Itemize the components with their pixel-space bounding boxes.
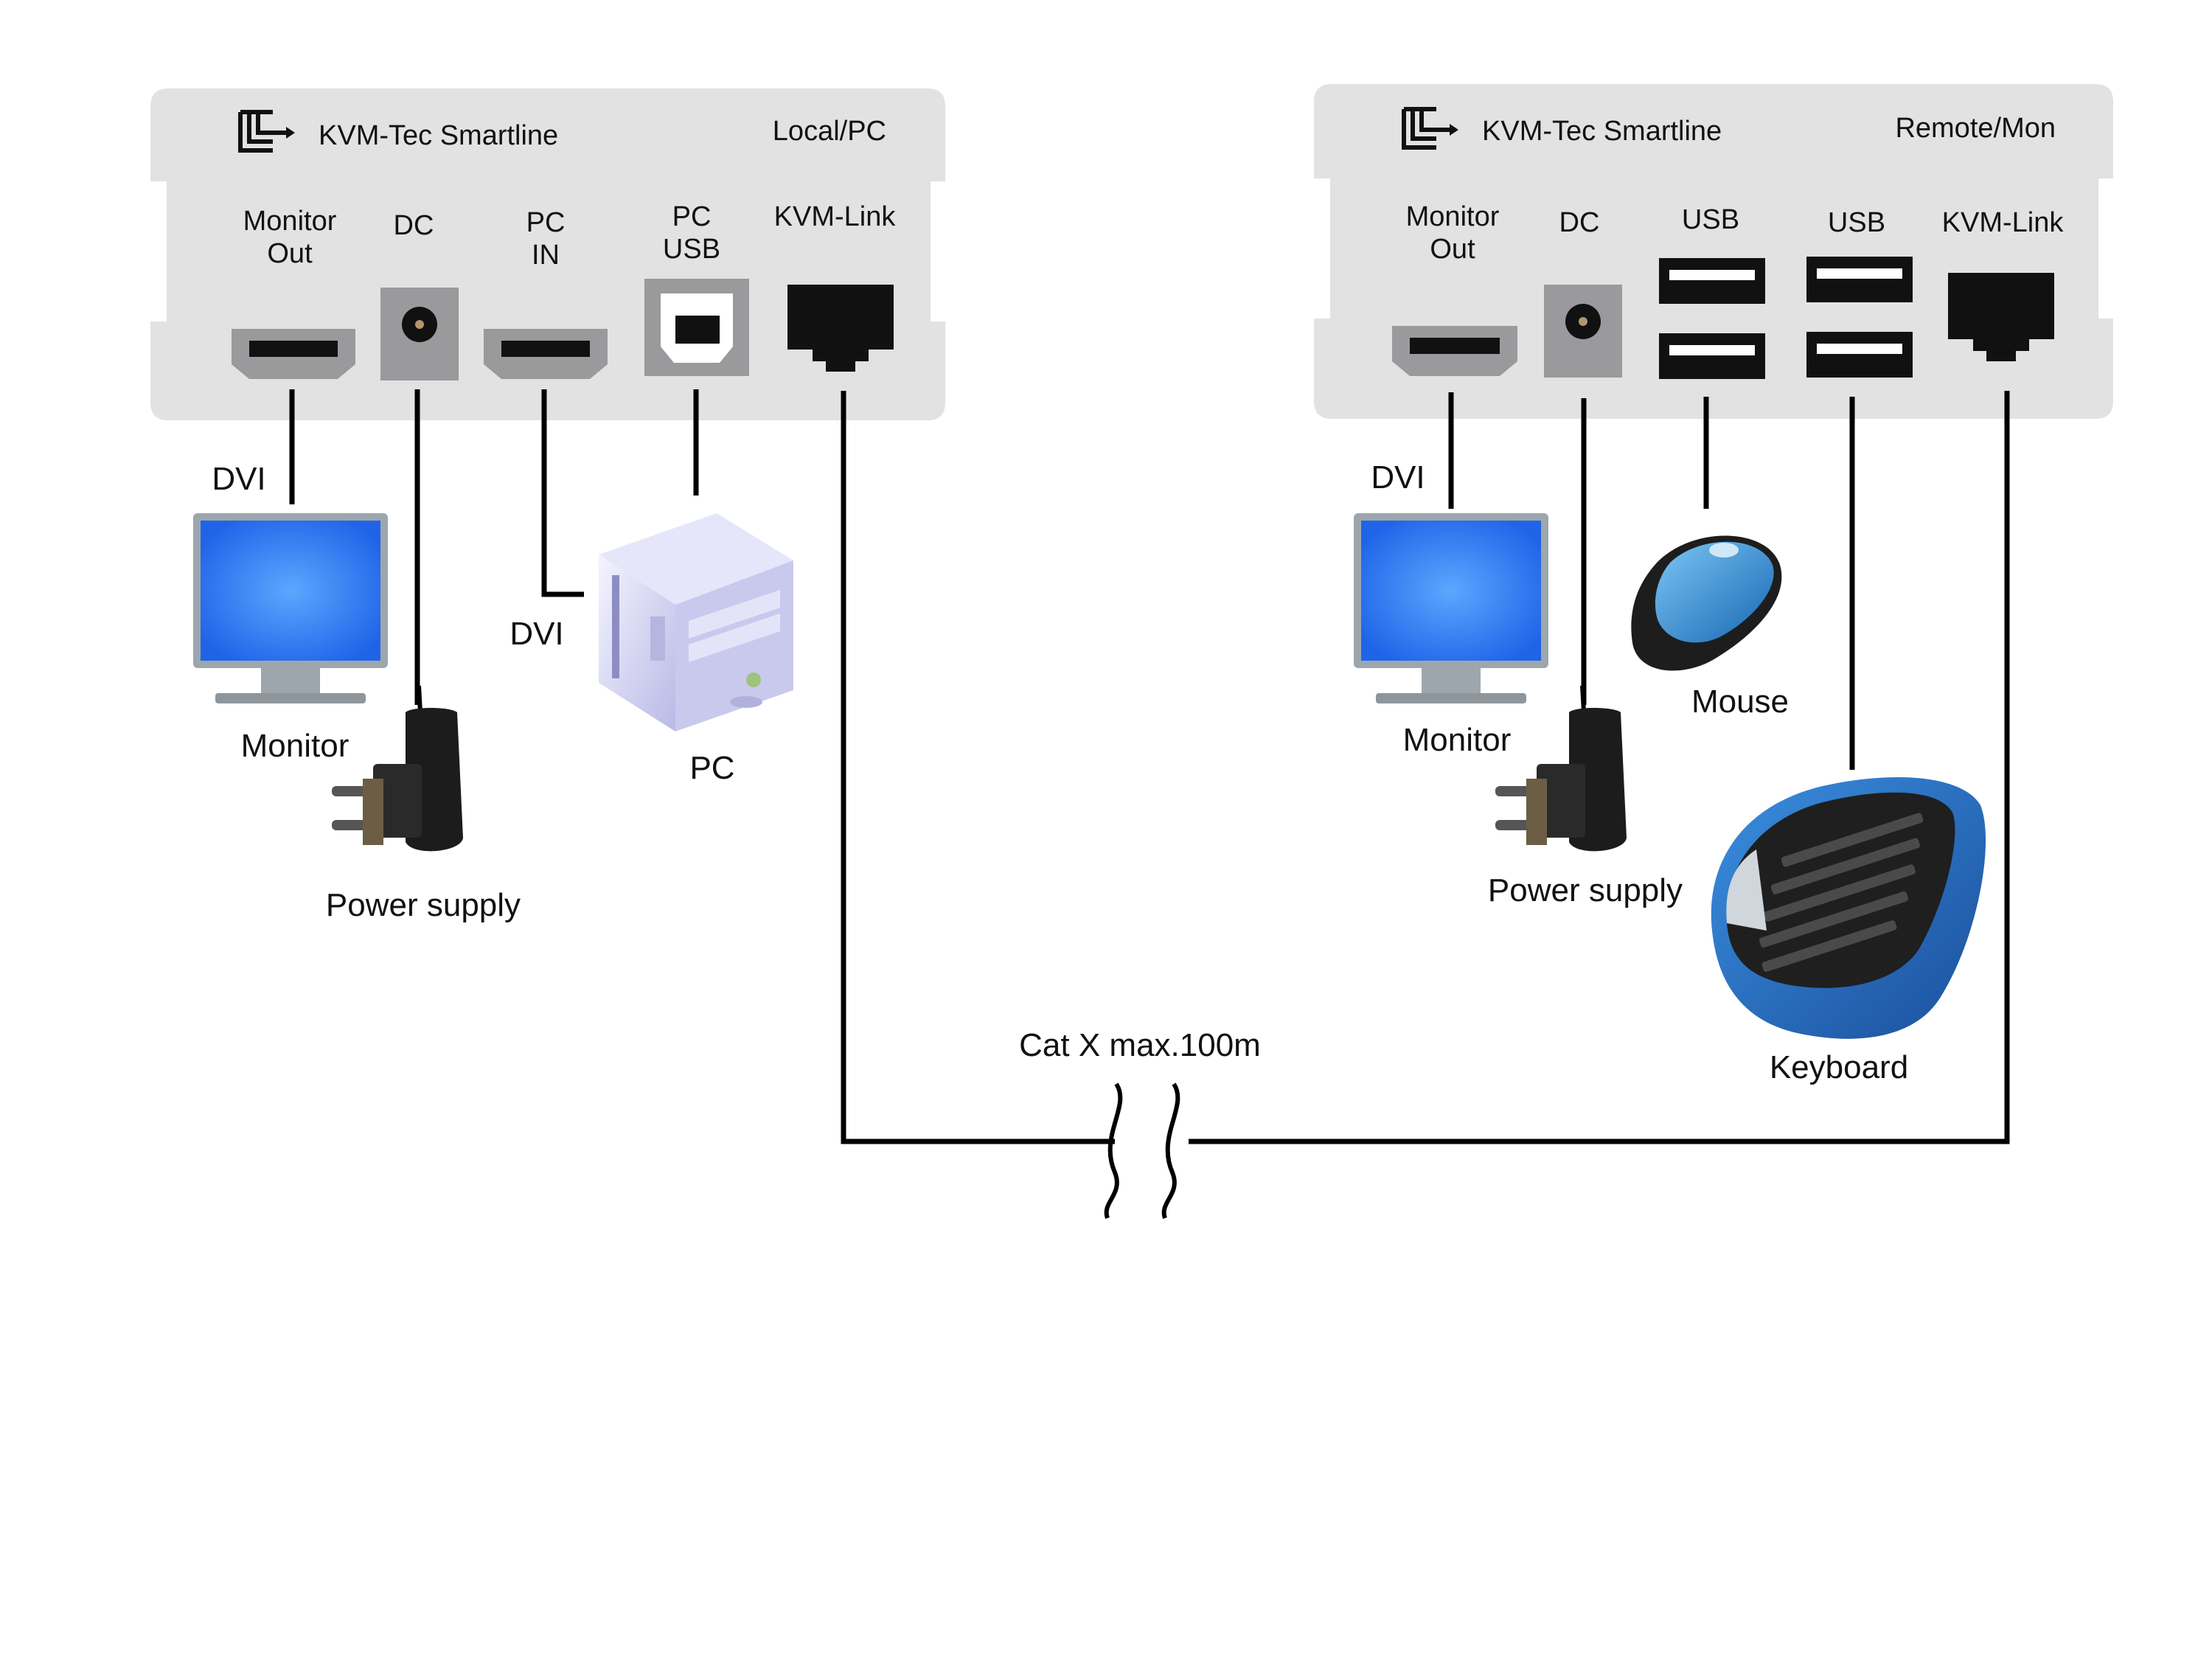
- local-port-pc-in[interactable]: [484, 329, 608, 379]
- local-port-pc-usb[interactable]: [644, 279, 749, 376]
- mouse-label: Mouse: [1691, 684, 1789, 720]
- pc-tower-icon: [599, 513, 793, 731]
- remote-monitor-icon: [1354, 513, 1548, 703]
- local-pc-label: PC: [689, 750, 734, 786]
- keyboard-label: Keyboard: [1770, 1049, 1908, 1085]
- mouse-icon: [1631, 535, 1782, 671]
- local-power-adapter-icon: [332, 686, 463, 851]
- brand-logo-icon: [1402, 107, 1458, 150]
- local-brand: KVM-Tec Smartline: [319, 120, 558, 151]
- local-port-label-kvm-link: KVM-Link: [774, 201, 897, 232]
- remote-port-label-kvm-link: KVM-Link: [1942, 207, 2065, 238]
- local-power-label: Power supply: [326, 887, 521, 923]
- remote-power-label: Power supply: [1488, 872, 1683, 908]
- remote-port-usb-2a[interactable]: [1806, 257, 1913, 302]
- local-port-label-pc-usb-2: USB: [663, 234, 720, 265]
- remote-port-monitor-out[interactable]: [1392, 326, 1517, 376]
- remote-power-adapter-icon: [1495, 686, 1627, 851]
- local-port-label-monitor-out-1: Monitor: [243, 206, 337, 237]
- remote-monitor-label: Monitor: [1403, 722, 1512, 758]
- remote-brand: KVM-Tec Smartline: [1482, 116, 1722, 147]
- local-monitor-label: Monitor: [241, 728, 349, 764]
- local-monitor-icon: [193, 513, 388, 703]
- remote-port-label-monitor-out-1: Monitor: [1406, 201, 1500, 232]
- local-port-label-pc-in-2: IN: [532, 240, 560, 271]
- local-port-label-dc: DC: [394, 210, 434, 241]
- remote-port-label-usb-1: USB: [1682, 204, 1739, 235]
- remote-cables: [1448, 392, 1855, 770]
- local-port-kvm-link[interactable]: [787, 285, 894, 372]
- remote-port-usb-2b[interactable]: [1806, 332, 1913, 378]
- remote-mode-label: Remote/Mon: [1895, 113, 2056, 144]
- remote-port-label-usb-2: USB: [1828, 207, 1885, 238]
- remote-port-usb-1b[interactable]: [1659, 333, 1765, 379]
- remote-port-usb-1a[interactable]: [1659, 258, 1765, 304]
- local-port-label-monitor-out-2: Out: [267, 238, 313, 269]
- remote-dvi-monitor-label: DVI: [1371, 459, 1425, 496]
- local-port-label-pc-usb-1: PC: [672, 201, 712, 232]
- remote-port-label-monitor-out-2: Out: [1430, 234, 1475, 265]
- cable-length-label: Cat X max.100m: [1019, 1027, 1261, 1063]
- local-dvi-pc-label: DVI: [509, 616, 563, 652]
- local-port-monitor-out[interactable]: [232, 329, 355, 379]
- remote-port-label-dc: DC: [1559, 207, 1600, 238]
- remote-port-kvm-link[interactable]: [1948, 273, 2054, 361]
- local-port-dc[interactable]: [380, 288, 459, 380]
- keyboard-icon: [1711, 776, 1986, 1039]
- brand-logo-icon: [238, 110, 295, 153]
- remote-unit: KVM-Tec Smartline Remote/Mon Monitor Out…: [1314, 84, 2113, 419]
- local-port-label-pc-in-1: PC: [526, 207, 566, 238]
- remote-port-dc[interactable]: [1544, 285, 1622, 378]
- local-dvi-monitor-label: DVI: [212, 461, 265, 497]
- local-unit: KVM-Tec Smartline Local/PC Monitor Out D…: [150, 88, 945, 420]
- local-mode-label: Local/PC: [773, 116, 886, 147]
- kvm-link-cable: [841, 391, 2010, 1220]
- local-cables: [289, 389, 699, 705]
